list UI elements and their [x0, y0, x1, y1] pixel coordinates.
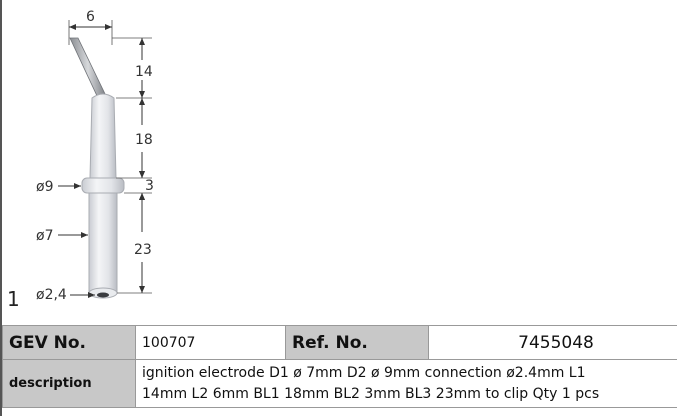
spec-row-description: description ignition electrode D1 ø 7mm … — [2, 359, 677, 408]
dim-bl3-label: 23 — [134, 242, 152, 258]
dia-body-label: ø7 — [36, 228, 53, 244]
dim-l2-label: 18 — [135, 132, 153, 148]
technical-drawing: 6 14 18 3 23 ø9 ø7 ø2,4 — [2, 0, 677, 325]
electrode-drawing-svg: 6 14 18 3 23 ø9 ø7 ø2,4 — [36, 9, 154, 303]
ceramic-collar — [81, 177, 125, 194]
gev-label: GEV No. — [2, 325, 136, 360]
description-value: ignition electrode D1 ø 7mm D2 ø 9mm con… — [135, 359, 677, 408]
dia-collar-label: ø9 — [36, 179, 53, 195]
electrode-wire — [69, 37, 107, 99]
spec-table: GEV No. 100707 Ref. No. 7455048 descript… — [2, 325, 677, 408]
spec-row-ids: GEV No. 100707 Ref. No. 7455048 — [2, 325, 677, 360]
description-line-1: ignition electrode D1 ø 7mm D2 ø 9mm con… — [142, 364, 586, 381]
description-label: description — [2, 359, 136, 408]
ceramic-upper-body — [89, 93, 117, 179]
pin-socket — [97, 292, 109, 298]
dim-top-label: 6 — [86, 9, 95, 25]
dim-bl2-label: 3 — [145, 178, 154, 194]
ref-value: 7455048 — [428, 325, 677, 360]
item-number: 1 — [7, 287, 20, 311]
dia-pin-label: ø2,4 — [36, 287, 67, 303]
dim-l1-label: 14 — [135, 64, 153, 80]
ceramic-lower-body — [88, 192, 118, 294]
description-line-2: 14mm L2 6mm BL1 18mm BL2 3mm BL3 23mm to… — [142, 385, 600, 402]
ref-label: Ref. No. — [285, 325, 429, 360]
gev-value: 100707 — [135, 325, 286, 360]
